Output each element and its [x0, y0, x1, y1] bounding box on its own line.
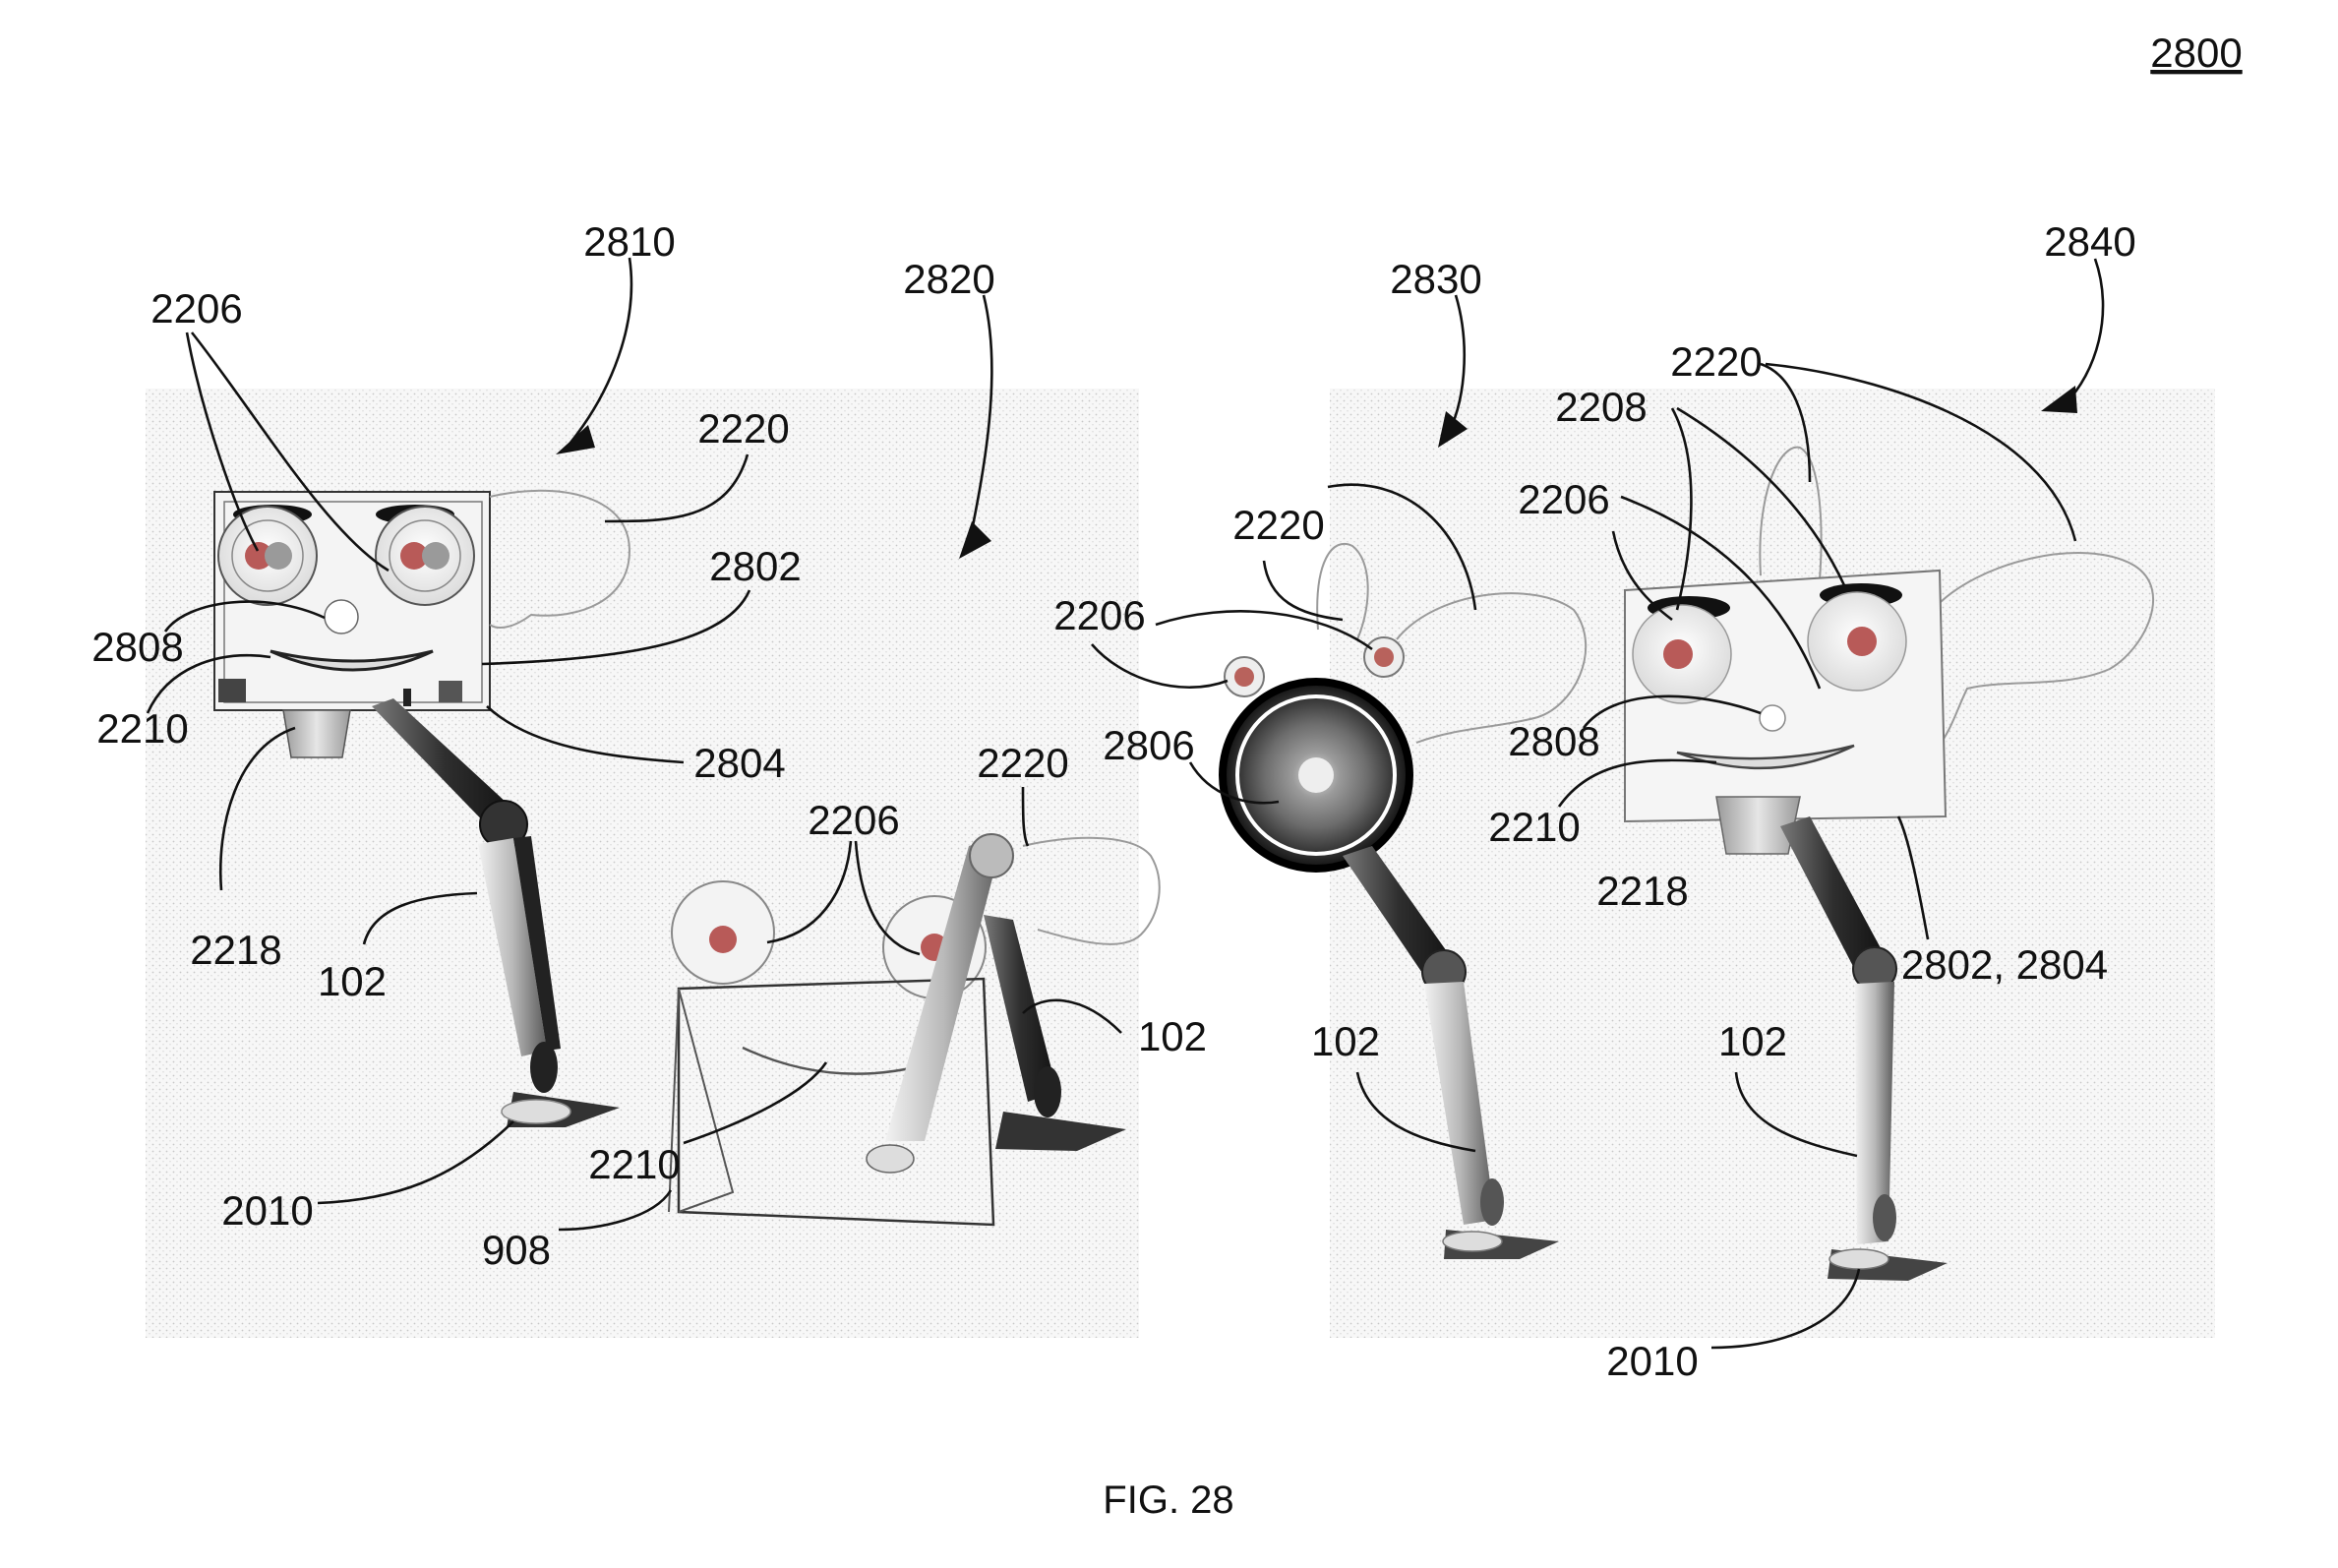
projector-lens-2830	[1298, 757, 1334, 793]
label-2810-2218: 2218	[190, 927, 281, 973]
arm-base-joint-2840	[1873, 1194, 1896, 1241]
label-2810-2808: 2808	[91, 624, 183, 670]
label-2840-2208: 2208	[1555, 384, 1647, 430]
label-2820: 2820	[903, 256, 994, 302]
base-disc-2810	[502, 1100, 570, 1123]
label-2840-102: 102	[1718, 1018, 1787, 1064]
label-2840-2210: 2210	[1488, 804, 1580, 850]
nose-2840	[1760, 705, 1785, 731]
base-disc-2830	[1443, 1232, 1502, 1251]
label-2830-2206: 2206	[1053, 592, 1145, 638]
label-2840-2218: 2218	[1596, 868, 1688, 914]
base-disc-2820	[867, 1145, 914, 1173]
arm-base-joint-2830	[1480, 1178, 1504, 1226]
pupil-left-b-2810	[265, 542, 292, 570]
jaw-left-2810	[218, 679, 246, 702]
label-2840-2802-2804: 2802, 2804	[1901, 941, 2108, 988]
label-2820-2206: 2206	[808, 797, 899, 843]
label-2830-2220: 2220	[1232, 502, 1324, 548]
figure-number: 2800	[2150, 30, 2242, 76]
base-disc-2840	[1829, 1249, 1888, 1269]
label-2820-908: 908	[482, 1227, 551, 1273]
label-2840-2206: 2206	[1518, 476, 1609, 522]
label-2840: 2840	[2044, 218, 2135, 265]
label-2820-2220: 2220	[977, 740, 1068, 786]
pupil-left-2820	[709, 926, 737, 953]
label-2810-2210: 2210	[96, 705, 188, 752]
pupil-right-2840	[1847, 627, 1877, 656]
label-2840-2220: 2220	[1670, 338, 1762, 385]
cup-2810	[283, 710, 350, 757]
label-2810-2206: 2206	[150, 285, 242, 332]
label-2830-102: 102	[1311, 1018, 1380, 1064]
jaw-right-2810	[439, 681, 462, 702]
nose-2810	[325, 600, 358, 633]
arm-joint-top-2820	[970, 834, 1013, 877]
label-2810-2802: 2802	[709, 543, 801, 589]
pupil-right-2830	[1374, 647, 1394, 667]
pupil-left-2840	[1663, 639, 1693, 669]
label-2840-2808: 2808	[1508, 718, 1599, 764]
label-2810-102: 102	[318, 958, 387, 1004]
label-2810-2010: 2010	[221, 1187, 313, 1234]
arm-base-joint-2820	[1034, 1066, 1061, 1117]
arm-base-joint-2810	[530, 1042, 558, 1093]
label-2830: 2830	[1390, 256, 1481, 302]
label-2830-2806: 2806	[1103, 722, 1194, 768]
pupil-left-2830	[1234, 667, 1254, 687]
figure-caption: FIG. 28	[1103, 1478, 1233, 1522]
jaw-center-2810	[403, 689, 411, 706]
label-2810-2220: 2220	[697, 405, 789, 452]
label-2820-2210: 2210	[588, 1141, 680, 1187]
label-2840-2010: 2010	[1606, 1338, 1698, 1384]
pupil-right-b-2810	[422, 542, 450, 570]
label-2820-102: 102	[1138, 1013, 1207, 1059]
label-2810: 2810	[583, 218, 675, 265]
label-2810-2804: 2804	[693, 740, 785, 786]
